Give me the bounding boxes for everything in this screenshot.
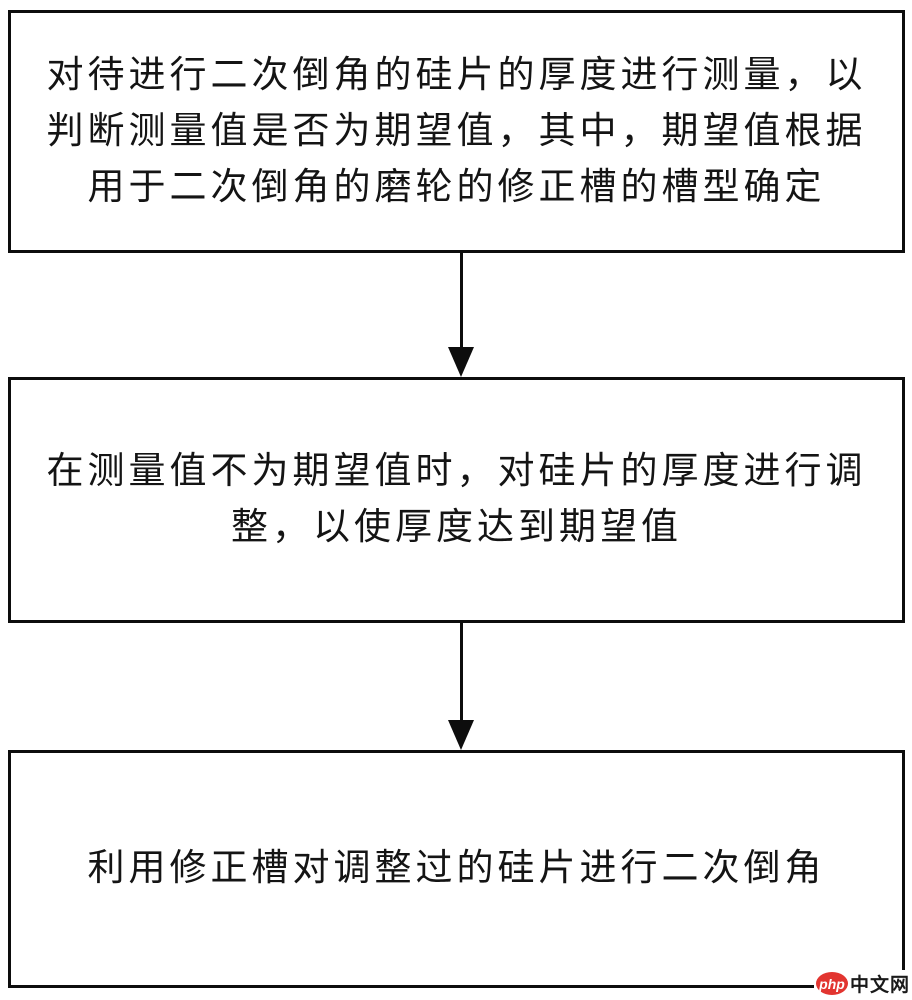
flow-step-3-line-1: 利用修正槽对调整过的硅片进行二次倒角 <box>87 848 826 889</box>
flow-step-1-line-1: 对待进行二次倒角的硅片的厚度进行测量，以 <box>46 54 867 96</box>
flow-step-1-line-2: 判断测量值是否为期望值，其中，期望值根据 <box>46 110 867 152</box>
flow-step-1-line-3: 用于二次倒角的磨轮的修正槽的槽型确定 <box>87 166 826 208</box>
php-logo-icon: php <box>815 972 848 995</box>
watermark: php 中文网 <box>813 970 910 997</box>
flow-arrow-2-stem <box>460 623 463 723</box>
flow-arrow-1-arrowhead-icon <box>448 347 474 377</box>
flow-step-2-line-2: 整，以使厚度达到期望值 <box>231 507 682 548</box>
watermark-site-text: 中文网 <box>849 975 910 996</box>
flow-arrow-2-arrowhead-icon <box>448 720 474 750</box>
flow-step-3-box: 利用修正槽对调整过的硅片进行二次倒角 <box>8 750 905 988</box>
flow-step-2-box: 在测量值不为期望值时，对硅片的厚度进行调 整，以使厚度达到期望值 <box>8 377 905 623</box>
flow-step-2-line-1: 在测量值不为期望值时，对硅片的厚度进行调 <box>46 451 867 492</box>
flow-step-1-box: 对待进行二次倒角的硅片的厚度进行测量，以 判断测量值是否为期望值，其中，期望值根… <box>8 10 905 253</box>
flow-arrow-1-stem <box>460 253 463 350</box>
